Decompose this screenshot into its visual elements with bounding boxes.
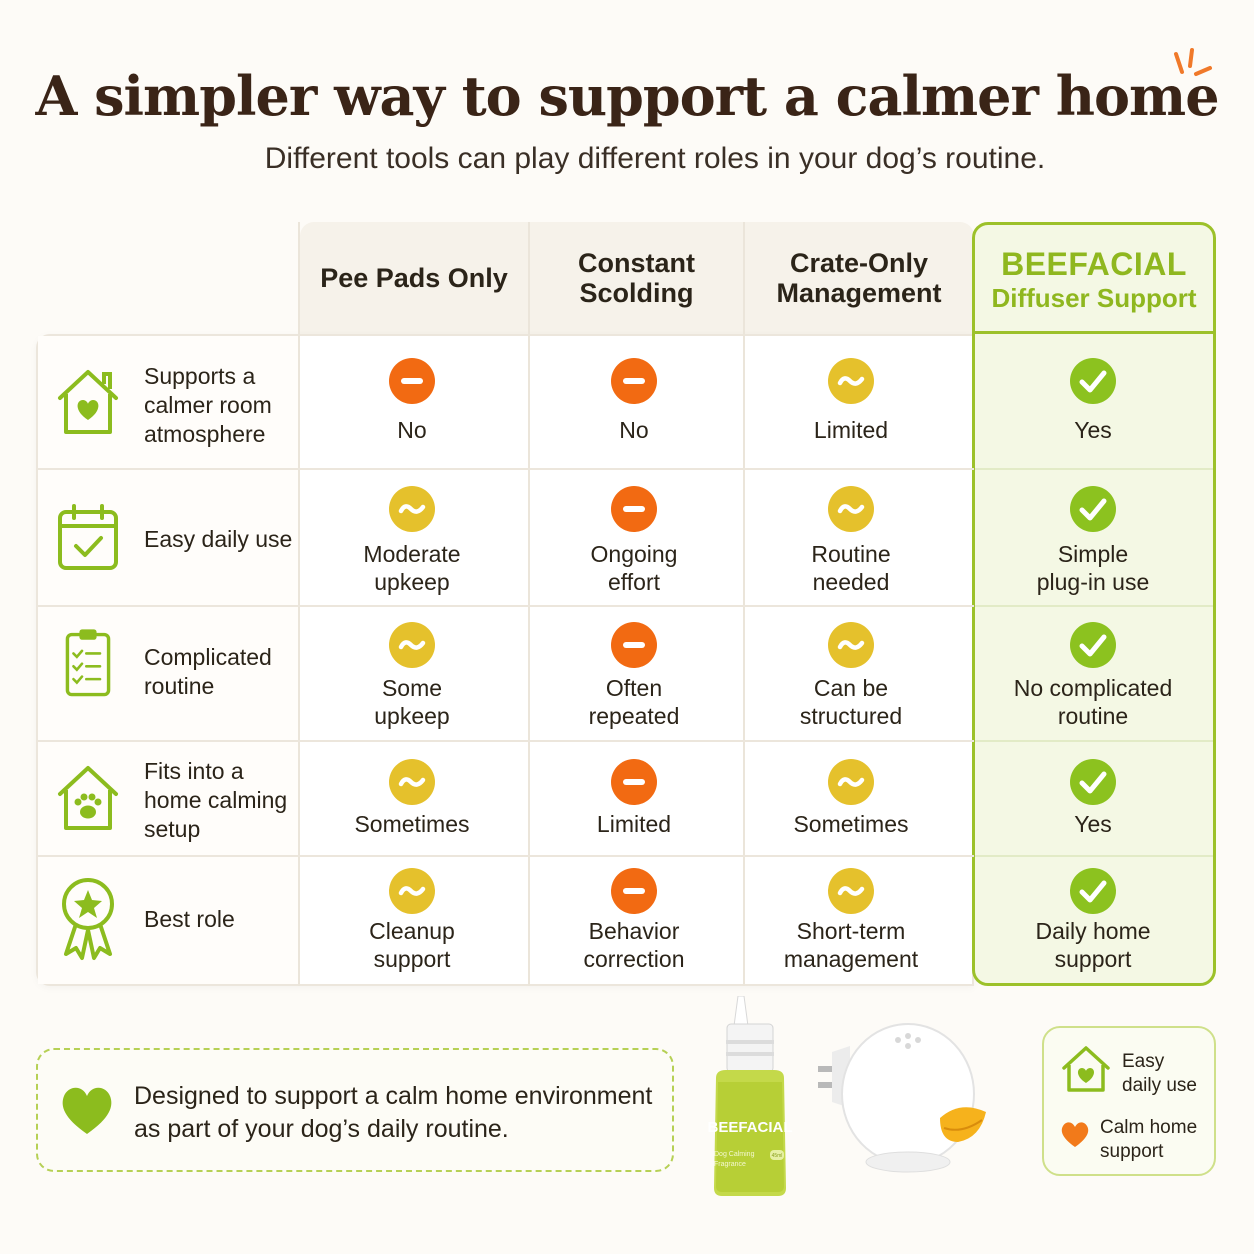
tilde-badge-icon: [828, 358, 874, 404]
tilde-badge-icon: [389, 759, 435, 805]
calendar-check-icon: [58, 504, 118, 570]
tilde-badge-icon: [389, 622, 435, 668]
check-badge-icon: [1070, 622, 1116, 668]
tilde-badge-icon: [828, 622, 874, 668]
minus-badge-icon: [611, 868, 657, 914]
check-badge-icon: [1070, 486, 1116, 532]
cell-pee-pads: Sometimes: [354, 811, 470, 837]
cell-crate: Limited: [813, 417, 889, 443]
row-divider: [975, 468, 1213, 470]
column-divider: [743, 222, 745, 986]
house-heart-icon: [1062, 1046, 1110, 1092]
row-divider: [975, 855, 1213, 857]
heart-icon: [62, 1087, 112, 1134]
column-divider: [528, 222, 530, 986]
row-divider: [38, 468, 974, 470]
brand-subtitle: Diffuser Support: [991, 283, 1197, 313]
check-badge-icon: [1070, 759, 1116, 805]
row-label-best-role: Best role: [144, 906, 235, 932]
house-heart-icon: [58, 370, 118, 434]
minus-badge-icon: [611, 358, 657, 404]
bottle-label: Dog Calming: [714, 1151, 755, 1158]
row-label-easy-daily-use: Easy daily use: [144, 526, 293, 552]
table-header: [300, 222, 974, 334]
row-divider: [38, 605, 974, 607]
tilde-badge-icon: [828, 486, 874, 532]
minus-badge-icon: [611, 759, 657, 805]
benefits-card: [1042, 1026, 1216, 1176]
cell-beefacial: Yes: [1074, 417, 1112, 443]
info-note-text: Designed to support a calm home environm…: [134, 1082, 653, 1143]
heart-icon: [1061, 1122, 1089, 1147]
row-divider: [975, 605, 1213, 607]
minus-badge-icon: [389, 358, 435, 404]
tilde-badge-icon: [828, 868, 874, 914]
row-divider: [38, 740, 974, 742]
minus-badge-icon: [611, 622, 657, 668]
brand-column-highlight: [972, 222, 1216, 986]
cell-scolding: Limited: [596, 811, 672, 837]
feature-label-column: [38, 336, 300, 984]
award-ribbon-icon: [62, 878, 114, 960]
clipboard-checklist-icon: [65, 629, 111, 697]
diffuser-product-image: BEEFACIAL Dog Calming Fragrance 45ml: [707, 996, 986, 1196]
cell-crate: Sometimes: [793, 811, 909, 837]
column-divider: [298, 222, 300, 986]
house-paw-icon: [58, 766, 118, 830]
brand-name: BEEFACIAL: [1001, 246, 1187, 282]
page-subtitle: Different tools can play different roles…: [264, 142, 1046, 175]
check-badge-icon: [1070, 868, 1116, 914]
bottle-label: Fragrance: [714, 1161, 746, 1168]
cell-scolding: No: [619, 417, 649, 443]
page-title: A simpler way to support a calmer home: [35, 64, 1219, 128]
tilde-badge-icon: [828, 759, 874, 805]
brand-header-divider: [975, 331, 1213, 334]
row-divider: [38, 855, 974, 857]
check-badge-icon: [1070, 358, 1116, 404]
sparkle-burst-icon: [1174, 48, 1212, 76]
column-header-pee-pads: Pee Pads Only: [320, 262, 508, 293]
cell-beefacial: Yes: [1074, 811, 1112, 837]
bottle-brand-label: BEEFACIAL: [707, 1119, 792, 1136]
column-header-beefacial: BEEFACIAL Diffuser Support: [974, 246, 1214, 314]
tilde-badge-icon: [389, 486, 435, 532]
tilde-badge-icon: [389, 868, 435, 914]
row-divider: [975, 740, 1213, 742]
minus-badge-icon: [611, 486, 657, 532]
bottle-size-label: 45ml: [772, 1153, 783, 1159]
info-note-box: [36, 1048, 674, 1172]
cell-pee-pads: No: [397, 417, 427, 443]
